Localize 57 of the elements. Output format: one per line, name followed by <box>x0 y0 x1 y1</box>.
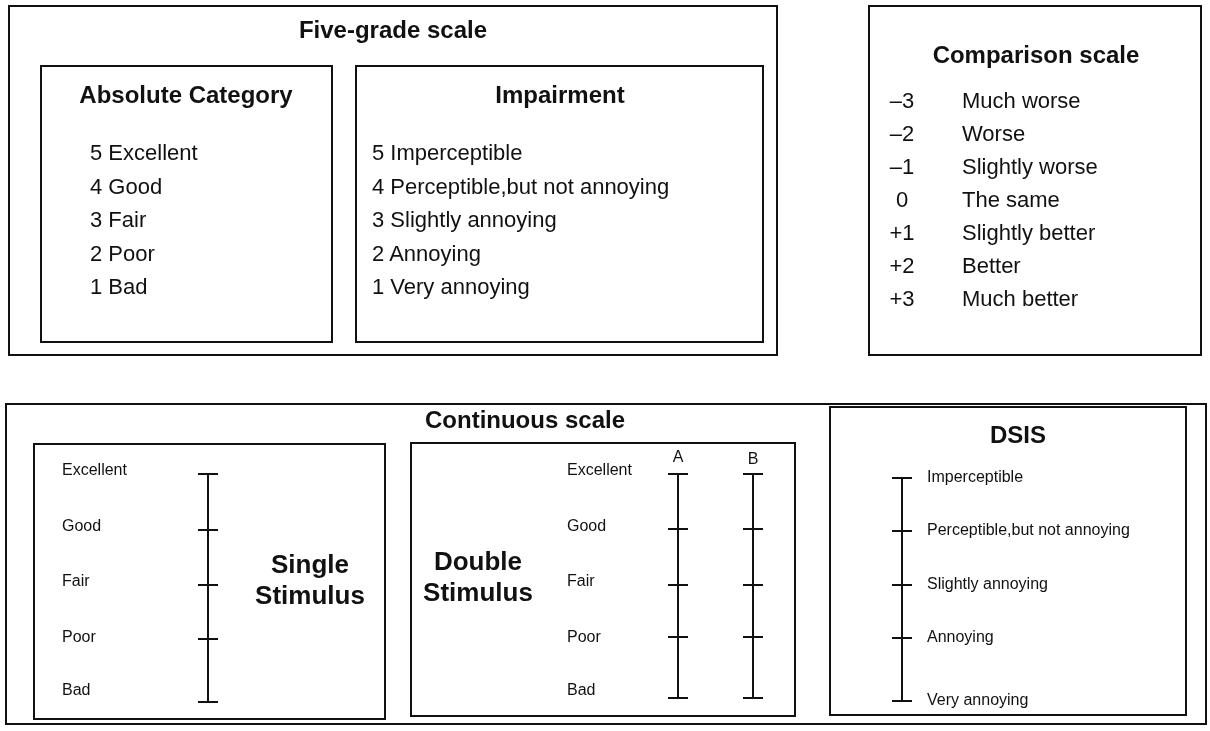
scale-label: Excellent <box>567 460 632 480</box>
scale-panel <box>33 443 386 720</box>
grade-label: 2 Poor <box>90 240 155 268</box>
grade-number: +3 <box>888 285 916 313</box>
scale-label: Good <box>567 516 607 536</box>
scale-label: Poor <box>62 627 96 647</box>
group-heading: Continuous scale <box>424 405 626 435</box>
grade-number: –3 <box>888 87 916 115</box>
column-label: B <box>746 449 760 469</box>
scale-panel <box>410 442 796 717</box>
grade-number: +1 <box>888 219 916 247</box>
group-heading: Five-grade scale <box>297 15 489 45</box>
panel-heading: Comparison scale <box>931 40 1141 70</box>
scale-panel <box>868 5 1202 356</box>
panel-heading: Impairment <box>494 80 626 110</box>
grade-label: Much worse <box>962 87 1081 115</box>
grade-label: 4 Perceptible,but not annoying <box>372 173 670 201</box>
grade-label: 5 Excellent <box>90 139 198 167</box>
scale-title: Double Stimulus <box>422 545 534 609</box>
grade-number: –1 <box>888 153 916 181</box>
scale-label: Bad <box>62 680 91 700</box>
grade-label: 1 Bad <box>90 273 148 301</box>
grade-number: 0 <box>894 186 910 214</box>
grade-number: +2 <box>888 252 916 280</box>
scale-panel <box>355 65 764 343</box>
group-frame <box>5 403 1207 725</box>
grade-label: 1 Very annoying <box>372 273 530 301</box>
scale-label: Excellent <box>62 460 127 480</box>
grade-label: 2 Annoying <box>372 240 481 268</box>
grade-label: Slightly better <box>962 219 1096 247</box>
scale-label: Fair <box>62 571 90 591</box>
scale-title: Single Stimulus <box>254 548 366 612</box>
grade-label: 3 Slightly annoying <box>372 206 557 234</box>
group-frame <box>8 5 778 356</box>
scale-label: Imperceptible <box>927 467 1024 487</box>
scale-label: Poor <box>567 627 601 647</box>
panel-heading: DSIS <box>989 420 1047 450</box>
scale-label: Annoying <box>927 627 994 647</box>
scale-label: Perceptible,but not annoying <box>927 520 1130 540</box>
scale-label: Fair <box>567 571 595 591</box>
grade-label: The same <box>962 186 1060 214</box>
grade-label: Much better <box>962 285 1079 313</box>
grade-label: Worse <box>962 120 1026 148</box>
grade-number: –2 <box>888 120 916 148</box>
grade-label: Better <box>962 252 1021 280</box>
column-label: A <box>671 447 685 467</box>
scale-label: Slightly annoying <box>927 574 1048 594</box>
grade-label: 3 Fair <box>90 206 147 234</box>
grade-label: 4 Good <box>90 173 163 201</box>
scale-label: Very annoying <box>927 690 1029 710</box>
scale-label: Bad <box>567 680 596 700</box>
scale-panel <box>829 406 1187 716</box>
grade-label: Slightly worse <box>962 153 1098 181</box>
scale-label: Good <box>62 516 102 536</box>
grade-label: 5 Imperceptible <box>372 139 523 167</box>
scale-panel <box>40 65 333 343</box>
panel-heading: Absolute Category <box>78 80 294 110</box>
